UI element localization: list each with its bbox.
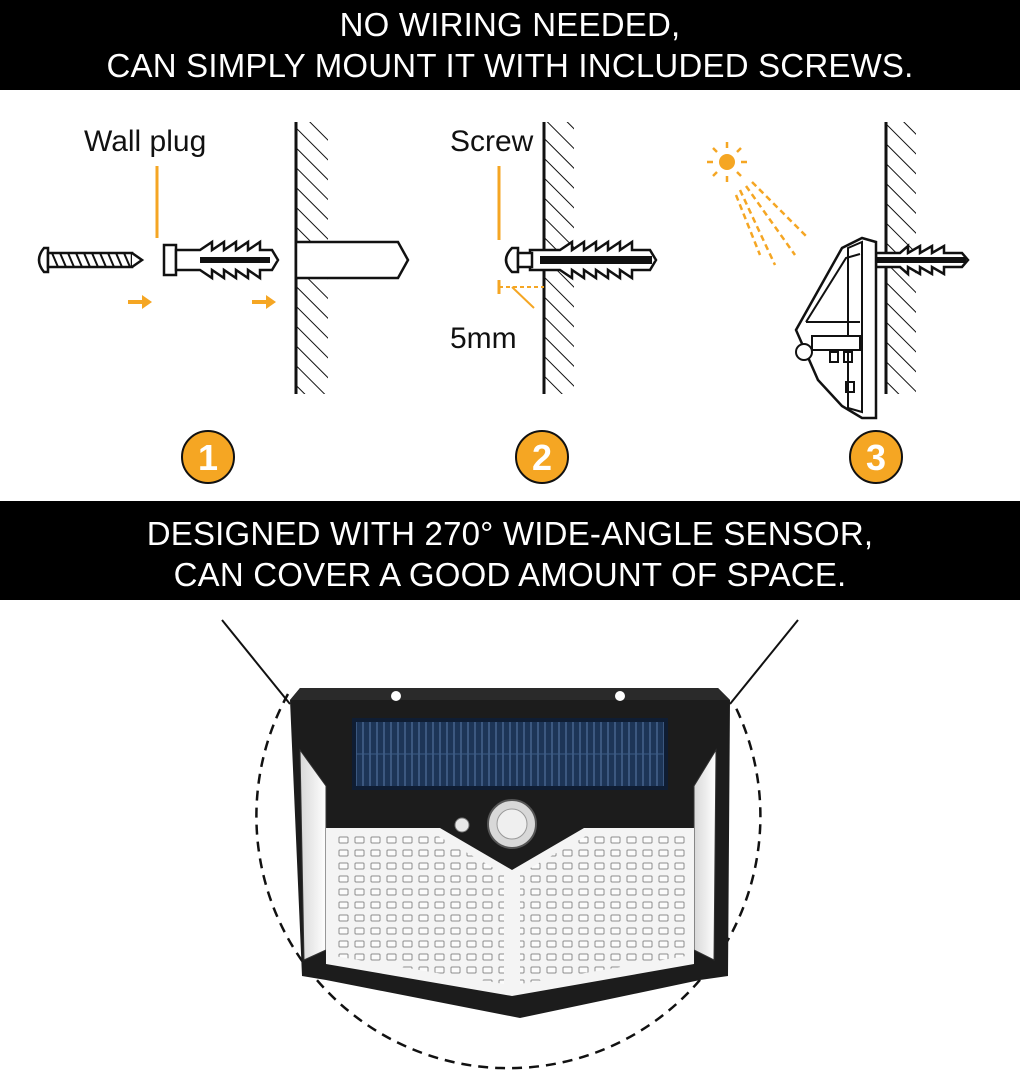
gap-measure bbox=[497, 280, 544, 309]
middle-banner-line-2: CAN COVER A GOOD AMOUNT OF SPACE. bbox=[173, 556, 847, 593]
step-1-number: 1 bbox=[198, 437, 218, 478]
step-3-number: 3 bbox=[866, 437, 886, 478]
step-1-badge: 1 bbox=[181, 430, 235, 484]
step-2: Screw 5mm 2 bbox=[450, 122, 658, 484]
middle-banner: DESIGNED WITH 270° WIDE-ANGLE SENSOR, CA… bbox=[0, 501, 1020, 600]
gap-measure-label: 5mm bbox=[450, 322, 517, 355]
step-3: 3 bbox=[707, 122, 970, 484]
solar-panel-icon bbox=[352, 718, 668, 790]
wall-1 bbox=[294, 122, 410, 394]
arrow-right-icon bbox=[252, 295, 276, 309]
wall-plug-label: Wall plug bbox=[84, 125, 206, 158]
wall-plug-icon bbox=[162, 239, 280, 281]
product-illustration bbox=[221, 619, 799, 1070]
plug-in-wall-icon bbox=[504, 239, 658, 281]
installation-diagram: Wall plug 1 Screw bbox=[37, 122, 970, 484]
step-2-badge: 2 bbox=[515, 430, 569, 484]
sun-icon bbox=[707, 142, 809, 266]
top-banner-line-2: CAN SIMPLY MOUNT IT WITH INCLUDED SCREWS… bbox=[106, 47, 914, 84]
sensor-range-indicator bbox=[221, 619, 799, 1070]
mounted-light-icon bbox=[794, 236, 878, 420]
motion-sensor-icon bbox=[454, 799, 537, 849]
screw-label: Screw bbox=[450, 125, 534, 158]
solar-light-body bbox=[290, 688, 730, 1018]
led-panel-right bbox=[512, 828, 694, 996]
top-banner-line-1: NO WIRING NEEDED, bbox=[339, 6, 681, 43]
step-3-badge: 3 bbox=[849, 430, 903, 484]
arrow-right-icon bbox=[128, 295, 152, 309]
middle-banner-line-1: DESIGNED WITH 270° WIDE-ANGLE SENSOR, bbox=[146, 515, 874, 552]
step-2-number: 2 bbox=[532, 437, 552, 478]
top-banner: NO WIRING NEEDED, CAN SIMPLY MOUNT IT WI… bbox=[0, 0, 1020, 90]
led-panel-left bbox=[326, 828, 512, 996]
screw-icon bbox=[37, 246, 145, 274]
step-1: Wall plug 1 bbox=[37, 122, 410, 484]
screw-in-wall-icon bbox=[874, 243, 970, 277]
